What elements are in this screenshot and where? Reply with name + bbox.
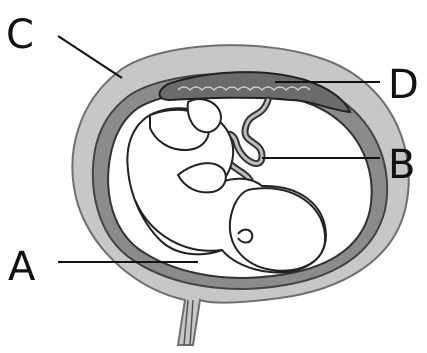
pointer-line-c [58,36,122,78]
label-d: D [388,62,419,108]
label-b: B [388,142,415,188]
label-a: A [8,244,36,290]
label-c: C [6,12,34,58]
